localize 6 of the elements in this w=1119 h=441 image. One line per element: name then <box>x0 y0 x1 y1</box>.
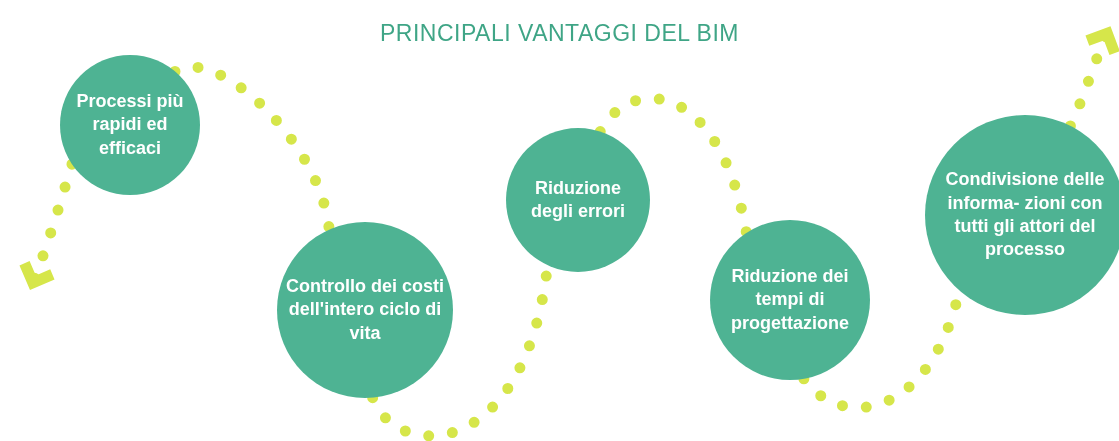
node-label: Riduzione dei tempi di progettazione <box>730 264 850 335</box>
title: PRINCIPALI VANTAGGI DEL BIM <box>380 20 739 47</box>
node-label: Controllo dei costi dell'intero ciclo di vita <box>285 274 445 345</box>
node-label: Condivisione delle informa- zioni con tutti gli attori del processo <box>944 168 1106 262</box>
node-label: Riduzione degli errori <box>530 176 626 223</box>
node-label: Processi più rapidi ed efficaci <box>75 89 185 160</box>
